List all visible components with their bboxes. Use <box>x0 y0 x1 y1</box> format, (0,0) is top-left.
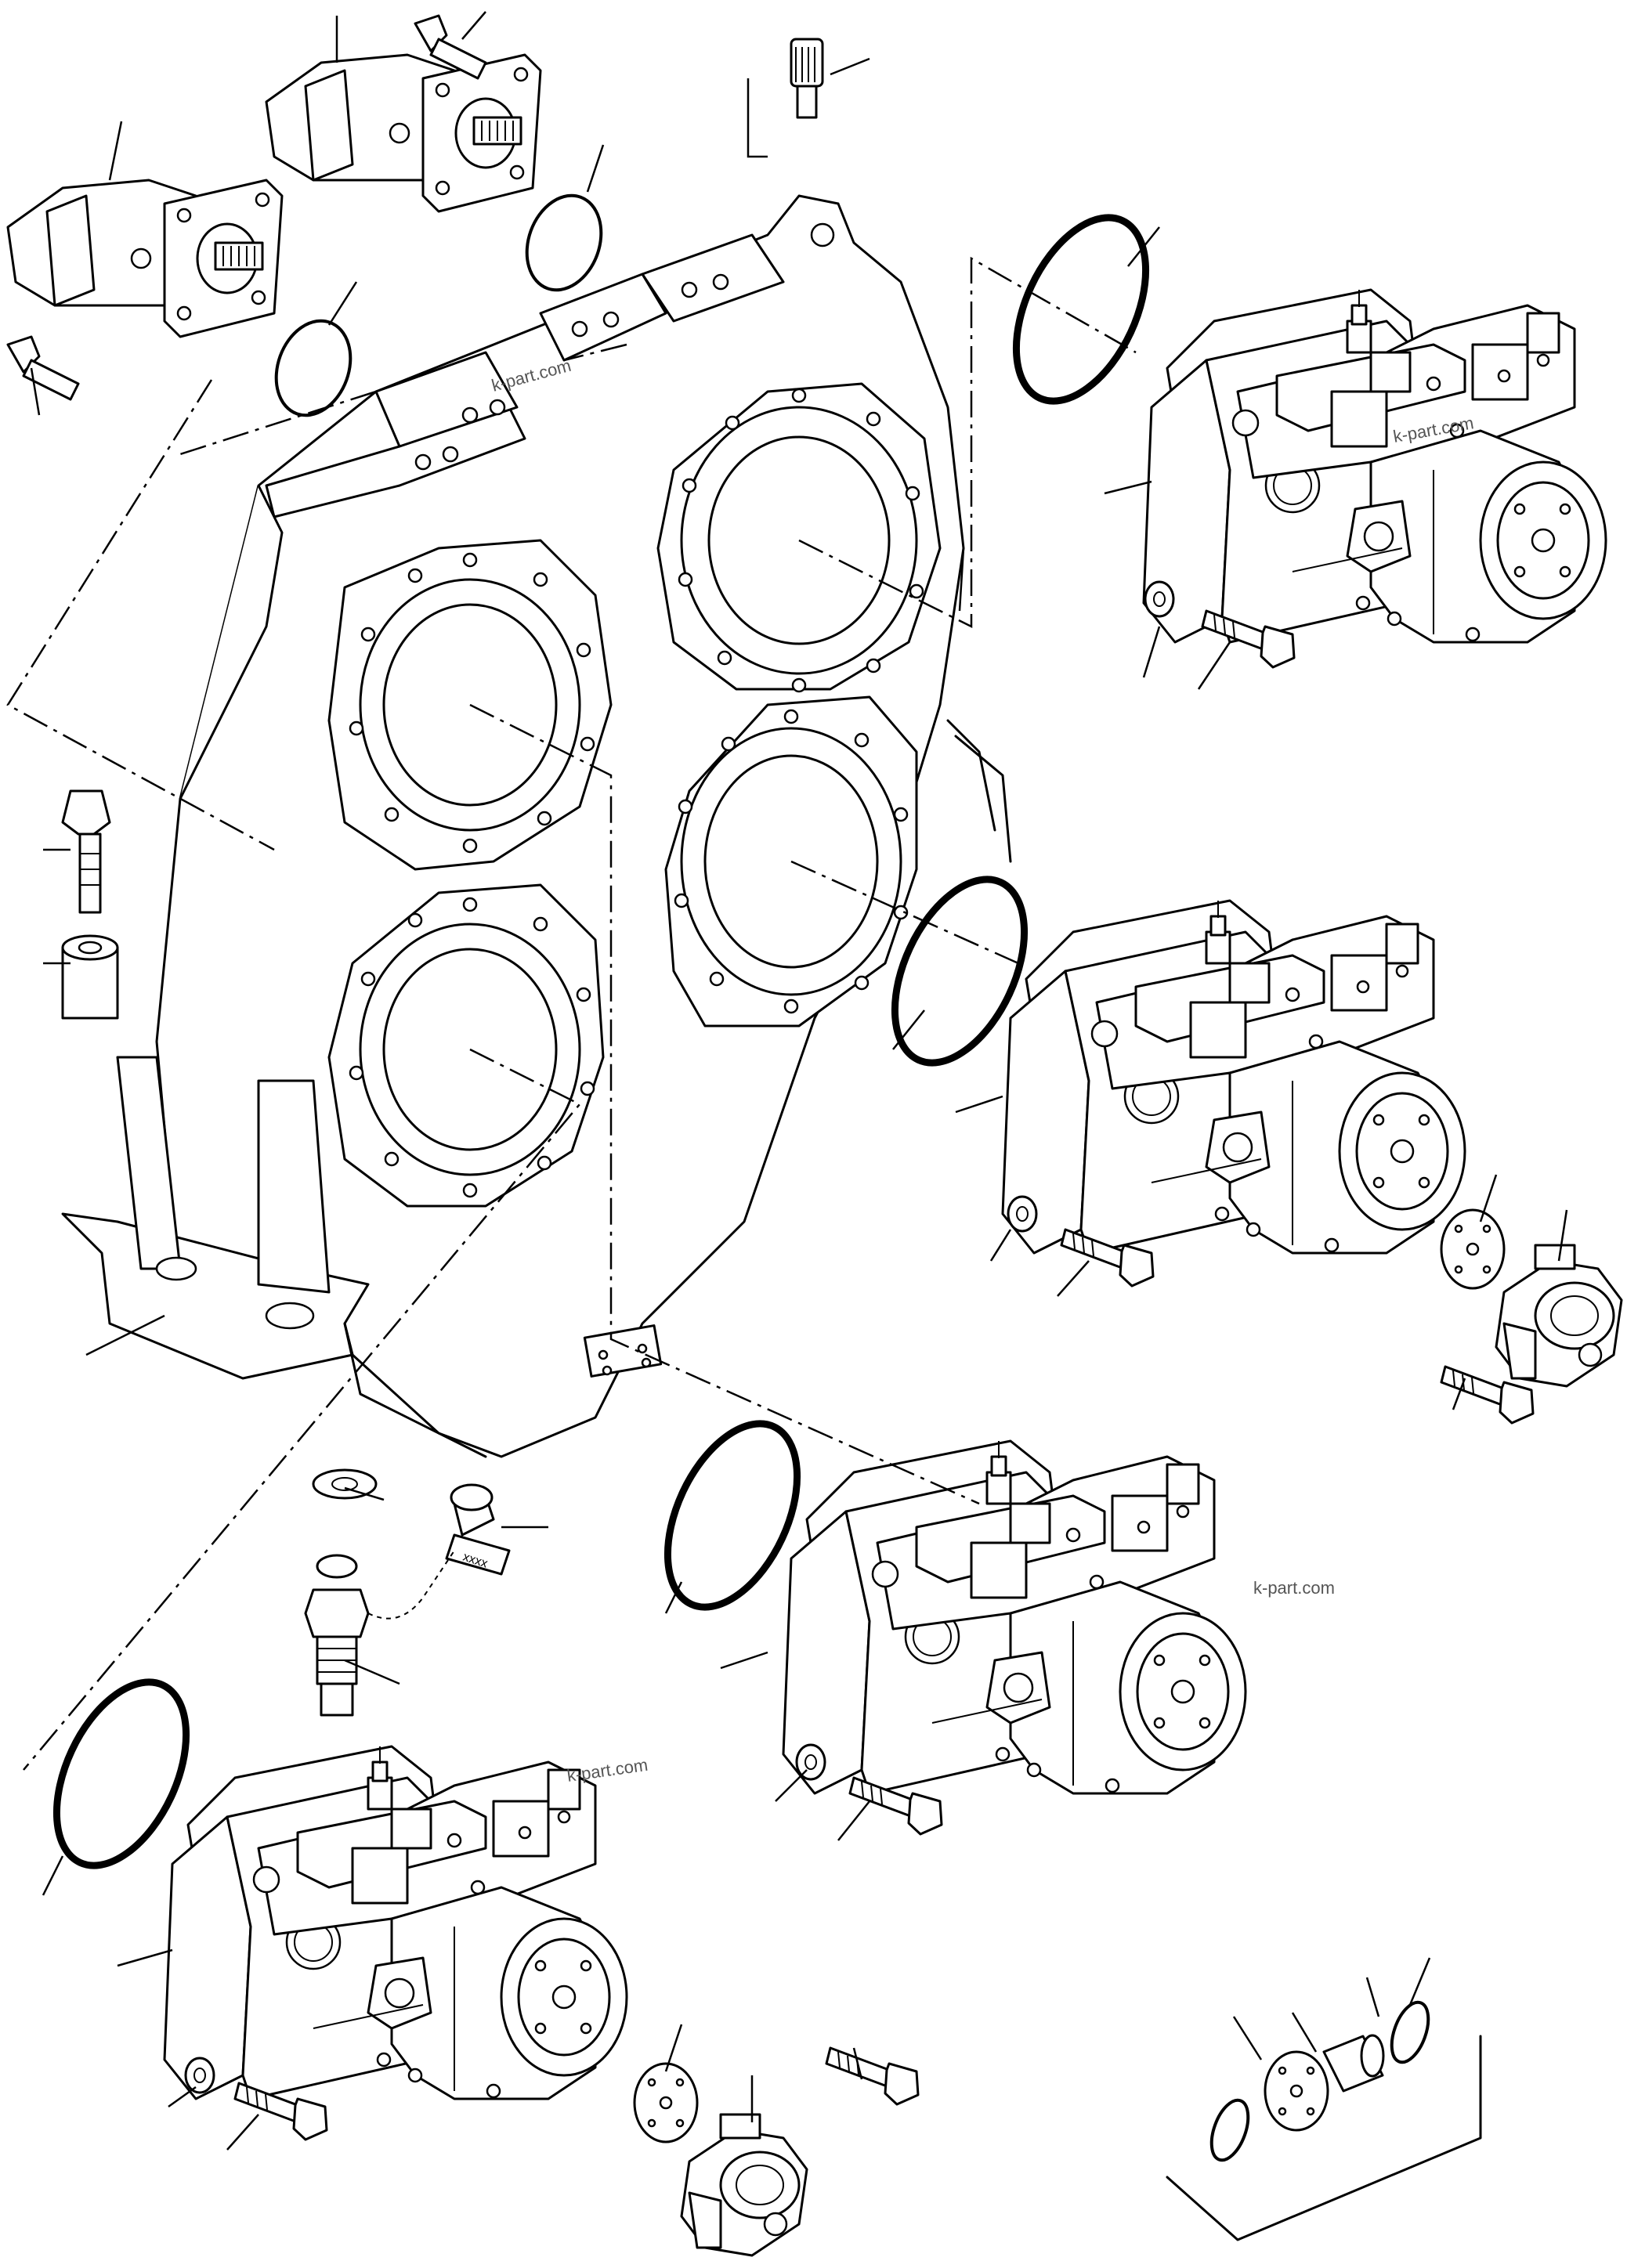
adapter-kit <box>1166 2034 1482 2241</box>
motor-left <box>6 179 284 338</box>
pump-lower-left <box>163 1745 628 2100</box>
center-lines <box>6 256 1137 1771</box>
flange-plate-right <box>1440 1208 1506 1290</box>
watermark-3: k-part.com <box>1253 1578 1335 1598</box>
pump-middle-right <box>1001 899 1466 1255</box>
watermark-4: k-part.com <box>566 1755 649 1786</box>
gear-pump-right <box>1495 1244 1623 1388</box>
pump-top-right <box>1142 288 1607 644</box>
flange-plate-bottom <box>633 2062 699 2143</box>
motor-upper <box>265 53 542 213</box>
pump-center <box>782 1439 1247 1795</box>
gearbox-housing <box>61 194 1012 1458</box>
bolts <box>6 14 1535 2141</box>
o-rings <box>52 193 1430 2162</box>
leader-lines <box>30 11 1568 2151</box>
test-coupling: xxxx <box>304 1468 511 1717</box>
gear-pump-bottom <box>680 2113 808 2257</box>
